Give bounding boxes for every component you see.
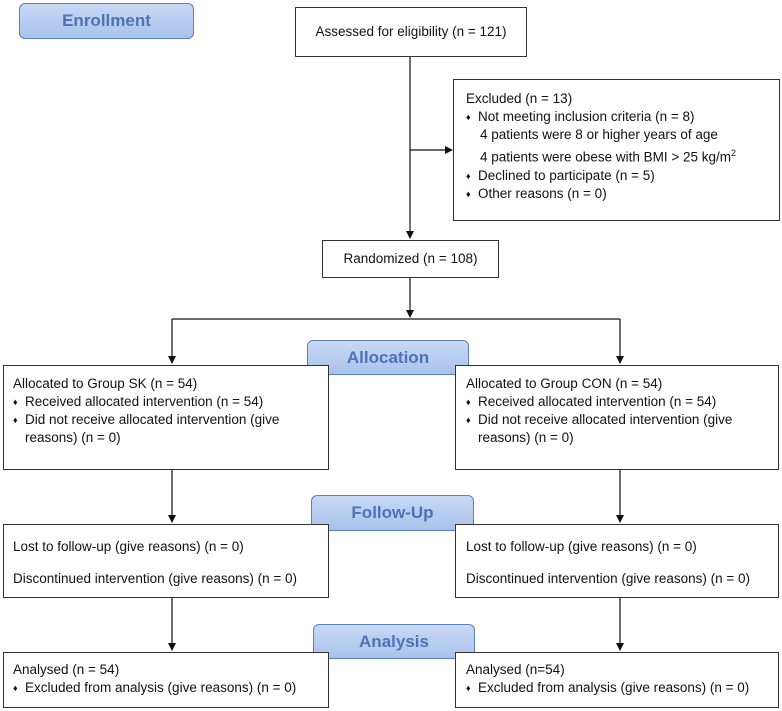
allocation-sk-title: Allocated to Group SK (n = 54): [13, 376, 198, 391]
assessed-box: Assessed for eligibility (n = 121): [295, 7, 527, 57]
stage-allocation-label: Allocation: [346, 348, 430, 367]
excluded-title: Excluded (n = 13): [466, 91, 573, 106]
analysis-sk-analysed: Analysed (n = 54): [13, 662, 120, 677]
randomized-box: Randomized (n = 108): [322, 240, 499, 278]
allocation-con-box: Allocated to Group CON (n = 54) ♦ Receive…: [455, 365, 779, 470]
bullet-icon: ♦: [466, 415, 471, 425]
followup-con-box: Lost to follow-up (give reasons) (n = 0)…: [455, 524, 779, 598]
followup-sk-discontinued: Discontinued intervention (give reasons)…: [13, 571, 298, 586]
allocation-sk-not-received: Did not receive allocated intervention (…: [25, 412, 280, 427]
allocation-con-received: Received allocated intervention (n = 54): [478, 394, 717, 409]
stage-followup-label: Follow-Up: [351, 503, 434, 522]
followup-con-lost: Lost to follow-up (give reasons) (n = 0): [466, 539, 697, 554]
bullet-icon: ♦: [466, 188, 471, 199]
excluded-other: Other reasons (n = 0): [478, 185, 607, 201]
allocation-con-not-received-cont: reasons) (n = 0): [478, 430, 574, 445]
allocation-sk-box: Allocated to Group SK (n = 54) ♦ Received…: [3, 365, 329, 470]
bullet-icon: ♦: [466, 112, 471, 122]
stage-enrollment: Enrollment: [19, 3, 194, 39]
bullet-icon: ♦: [466, 683, 471, 693]
analysis-con-analysed: Analysed (n=54): [466, 662, 565, 677]
excluded-bmi-sup: 2: [731, 148, 737, 158]
stage-allocation: Allocation: [307, 340, 469, 375]
analysis-con-box: Analysed (n=54) ♦ Excluded from analysis …: [455, 652, 779, 708]
bullet-icon: ♦: [13, 683, 18, 693]
stage-enrollment-label: Enrollment: [62, 11, 151, 30]
allocation-con-not-received: Did not receive allocated intervention (…: [478, 412, 733, 427]
bullet-icon: ♦: [13, 415, 18, 425]
allocation-sk-not-received-cont: reasons) (n = 0): [25, 430, 121, 445]
excluded-box: Excluded (n = 13) ♦ Not meeting inclusion…: [453, 79, 780, 221]
allocation-sk-received: Received allocated intervention (n = 54): [25, 394, 264, 409]
stage-analysis-label: Analysis: [359, 632, 429, 651]
assessed-text: Assessed for eligibility (n = 121): [315, 24, 507, 39]
stage-followup: Follow-Up: [311, 495, 474, 531]
excluded-age: 4 patients were 8 or higher years of age: [480, 127, 718, 142]
bullet-icon: ♦: [466, 397, 471, 407]
excluded-criteria: Not meeting inclusion criteria (n = 8): [478, 109, 695, 124]
bullet-icon: ♦: [466, 170, 471, 181]
analysis-con-excluded: Excluded from analysis (give reasons) (n…: [478, 680, 750, 695]
randomized-text: Randomized (n = 108): [343, 251, 478, 266]
bullet-icon: ♦: [13, 397, 18, 407]
excluded-declined: Declined to participate (n = 5): [478, 167, 655, 183]
followup-con-discontinued: Discontinued intervention (give reasons)…: [466, 571, 751, 586]
analysis-sk-box: Analysed (n = 54) ♦ Excluded from analysi…: [3, 652, 329, 708]
stage-analysis: Analysis: [313, 624, 475, 659]
excluded-bmi: 4 patients were obese with BMI > 25 kg/m: [480, 149, 732, 165]
followup-sk-lost: Lost to follow-up (give reasons) (n = 0): [13, 539, 244, 554]
analysis-sk-excluded: Excluded from analysis (give reasons) (n…: [25, 680, 297, 695]
allocation-con-title: Allocated to Group CON (n = 54): [466, 376, 663, 391]
followup-sk-box: Lost to follow-up (give reasons) (n = 0)…: [3, 524, 329, 598]
